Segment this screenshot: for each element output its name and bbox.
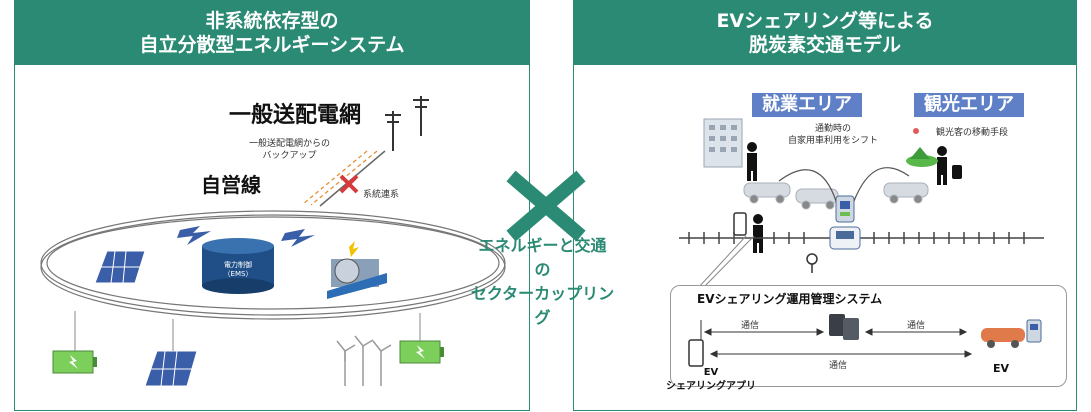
backup-label-line2: バックアップ xyxy=(262,151,317,161)
no-reverse-flow-icon xyxy=(339,174,359,194)
map-pin-icon xyxy=(806,253,818,273)
system-box-title: EVシェアリング運用管理システム xyxy=(697,292,883,306)
connection-lines xyxy=(74,311,421,351)
no-reverse-flow-label: 系統連系 xyxy=(363,190,400,200)
ev-sharing-system-box: EVシェアリング運用管理システム 通信 通信 通信 EV xyxy=(670,285,1067,387)
commute-label: 通勤時の 自家用車利用をシフト xyxy=(788,123,878,147)
coupling-cross-icon xyxy=(506,170,586,242)
tourism-spot-icon xyxy=(906,128,938,167)
commute-label-line2: 自家用車利用をシフト xyxy=(788,136,879,146)
backup-label-line1: 一般送配電網からの xyxy=(249,139,331,149)
smartphone-icon xyxy=(733,212,747,236)
right-panel-header: EVシェアリング等による 脱炭素交通モデル xyxy=(574,1,1076,65)
ev-app-label-line2: シェアリングアプリ xyxy=(666,381,756,392)
left-title-line1: 非系統依存型の xyxy=(205,10,339,32)
electric-car-icon xyxy=(981,319,1042,348)
route-arrows xyxy=(778,167,910,202)
phone-icon xyxy=(688,339,704,367)
right-panel: EVシェアリング等による 脱炭素交通モデル xyxy=(573,0,1077,411)
ev-charger-icon xyxy=(835,195,855,223)
comm-label-3: 通信 xyxy=(829,361,848,371)
center-label-line2: の xyxy=(534,260,551,279)
tourism-area-badge: 観光エリア xyxy=(914,93,1024,117)
ems-label-line2: （EMS） xyxy=(223,270,253,278)
ev-app-label: EV シェアリングアプリ xyxy=(666,366,756,394)
ems-cylinder-icon xyxy=(202,238,274,294)
generator-icon xyxy=(327,241,387,299)
solar-panel-icon xyxy=(94,250,198,387)
backup-label: 一般送配電網からの バックアップ xyxy=(249,138,330,162)
office-building-icon xyxy=(703,118,743,168)
person-icon xyxy=(747,142,962,253)
tourist-transport-label: 観光客の移動手段 xyxy=(936,128,1009,138)
server-icon xyxy=(829,314,859,340)
left-panel-header: 非系統依存型の 自立分散型エネルギーシステム xyxy=(15,1,529,65)
left-title-line2: 自立分散型エネルギーシステム xyxy=(139,34,405,56)
grid-label: 一般送配電網 xyxy=(229,103,362,128)
left-diagram xyxy=(40,96,506,387)
private-line-label: 自営線 xyxy=(201,173,261,197)
commute-label-line1: 通勤時の xyxy=(815,124,852,134)
sector-coupling-label: エネルギーと交通 の セクターカップリン グ xyxy=(460,234,625,330)
battery-icon xyxy=(52,340,444,374)
system-diagram xyxy=(688,314,1042,367)
lightning-icon xyxy=(177,226,315,247)
right-diagram xyxy=(679,118,1044,302)
work-area-badge: 就業エリア xyxy=(752,93,862,117)
center-label-line3: セクターカップリン xyxy=(470,284,615,303)
route-line xyxy=(679,232,1044,244)
left-panel: 非系統依存型の 自立分散型エネルギーシステム xyxy=(14,0,530,411)
power-pole-icon xyxy=(385,96,429,151)
comm-arrows xyxy=(700,320,973,358)
train-icon xyxy=(829,226,861,250)
center-label-line4: グ xyxy=(534,308,551,327)
private-line-ring xyxy=(40,210,506,320)
center-label-line1: エネルギーと交通 xyxy=(478,236,607,255)
ems-label: 電力制御 （EMS） xyxy=(205,261,271,279)
comm-label-2: 通信 xyxy=(907,321,926,331)
right-title-line1: EVシェアリング等による xyxy=(716,10,934,32)
ems-label-line1: 電力制御 xyxy=(224,261,252,269)
ev-label: EV xyxy=(993,362,1010,375)
right-title-line2: 脱炭素交通モデル xyxy=(748,34,901,56)
ev-app-label-line1: EV xyxy=(703,367,719,378)
wind-turbine-icon xyxy=(336,335,392,386)
comm-label-1: 通信 xyxy=(741,321,760,331)
car-icon xyxy=(743,182,929,210)
